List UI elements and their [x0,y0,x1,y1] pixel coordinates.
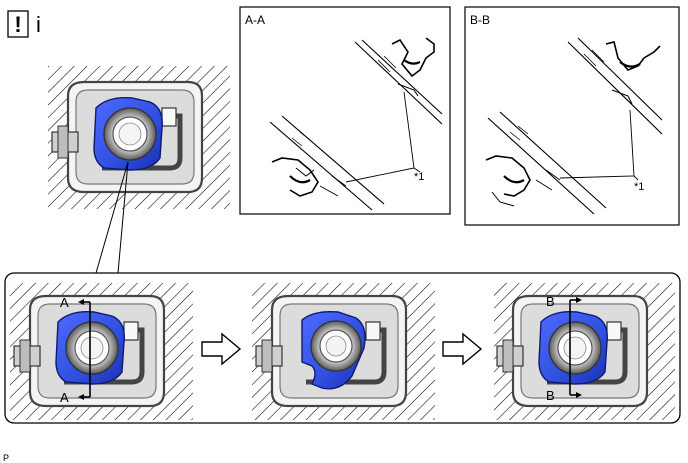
leader-line-right [117,161,129,274]
leader-line-left [95,161,129,274]
section-aa-panel [239,6,451,215]
sequence-step-3 [494,283,675,420]
section-bb-callout: *1 [634,181,644,193]
figure-code: P [3,453,9,463]
section-bb-title: B-B [470,13,490,27]
sequence-step-2 [252,283,435,420]
section-aa-title: A-A [245,13,265,27]
overview-assembly [48,66,230,209]
section-aa-callout: *1 [414,171,424,183]
step1-marker-bottom: A [60,390,69,405]
sequence-step-1 [10,283,193,420]
step3-marker-bottom: B [546,388,555,403]
step3-marker-top: B [546,294,555,309]
section-bb-panel [464,6,680,226]
info-icon: i [36,12,41,37]
step1-marker-top: A [60,295,69,310]
caution-icon [7,10,29,38]
caution-symbol: ! [14,12,21,37]
